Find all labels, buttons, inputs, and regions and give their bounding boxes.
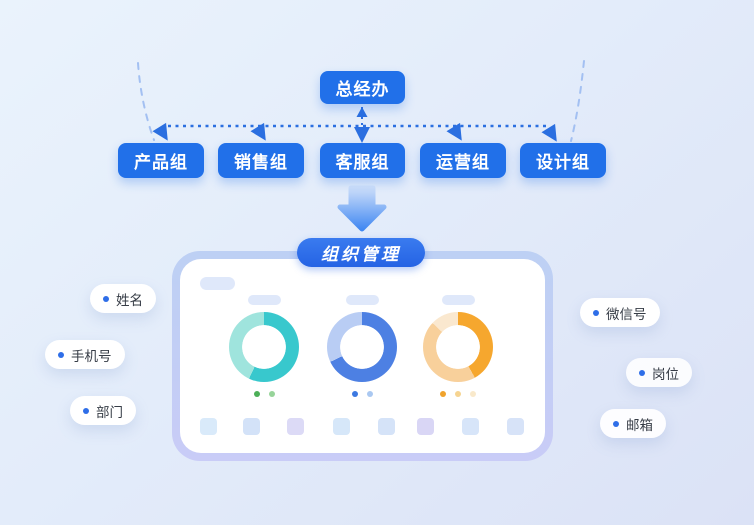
org-box-root: 总经办	[320, 71, 405, 104]
field-tag-label: 手机号	[71, 348, 112, 364]
big-down-arrow-icon	[337, 185, 387, 232]
placeholder-square	[378, 418, 395, 435]
chart-group-2	[327, 295, 397, 397]
placeholder-square	[243, 418, 260, 435]
dashboard-card	[180, 259, 545, 453]
field-tag-phone: 手机号	[45, 340, 125, 369]
field-tag-label: 微信号	[606, 306, 647, 322]
placeholder-square	[287, 418, 304, 435]
field-tag-wechat: 微信号	[580, 298, 660, 327]
org-box-sales: 销售组	[218, 143, 304, 178]
placeholder-pill	[345, 295, 379, 305]
placeholder-square	[507, 418, 524, 435]
org-box-design: 设计组	[520, 143, 606, 178]
legend-dot-icon	[366, 391, 373, 397]
org-box-service: 客服组	[320, 143, 405, 178]
placeholder-squares-row	[180, 418, 545, 435]
placeholder-pill	[441, 295, 475, 305]
bullet-dot-icon	[639, 369, 645, 376]
chart-group-3	[423, 295, 493, 397]
bullet-dot-icon	[58, 351, 64, 358]
section-badge: 组织管理	[297, 238, 425, 267]
donut-chart-blue	[327, 312, 397, 382]
arrowhead-service	[354, 127, 370, 143]
placeholder-pill	[247, 295, 281, 305]
field-tag-label: 部门	[96, 404, 123, 420]
up-arrowhead-icon	[356, 107, 368, 117]
bullet-dot-icon	[83, 407, 89, 414]
org-box-operations: 运营组	[420, 143, 506, 178]
donut-chart-orange	[423, 312, 493, 382]
legend-dot-icon	[253, 391, 260, 397]
decor-dashed-line-right	[570, 60, 585, 142]
bullet-dot-icon	[613, 420, 619, 427]
field-tag-department: 部门	[70, 396, 136, 425]
bullet-dot-icon	[593, 309, 599, 316]
arrowhead-operations	[446, 122, 462, 141]
legend-dots	[253, 391, 275, 397]
field-tag-position: 岗位	[626, 358, 692, 387]
field-tag-label: 岗位	[652, 366, 679, 382]
placeholder-square	[417, 418, 434, 435]
decor-dashed-line-left	[137, 62, 155, 141]
bullet-dot-icon	[103, 295, 109, 302]
org-box-product: 产品组	[118, 143, 204, 178]
placeholder-square	[462, 418, 479, 435]
placeholder-pill	[200, 277, 235, 290]
arrowhead-product	[152, 122, 168, 141]
arrowhead-sales	[250, 122, 266, 141]
placeholder-square	[200, 418, 217, 435]
legend-dot-icon	[351, 391, 358, 397]
donut-chart-teal	[229, 312, 299, 382]
field-tag-label: 邮箱	[626, 417, 653, 433]
placeholder-square	[333, 418, 350, 435]
field-tag-name: 姓名	[90, 284, 156, 313]
legend-dot-icon	[455, 391, 461, 397]
legend-dots	[440, 391, 476, 397]
field-tag-label: 姓名	[116, 292, 143, 308]
field-tag-email: 邮箱	[600, 409, 666, 438]
chart-group-1	[229, 295, 299, 397]
legend-dot-icon	[268, 391, 275, 397]
dashboard-card-ring	[172, 251, 553, 461]
legend-dot-icon	[440, 391, 446, 397]
legend-dots	[351, 391, 373, 397]
legend-dot-icon	[470, 391, 476, 397]
